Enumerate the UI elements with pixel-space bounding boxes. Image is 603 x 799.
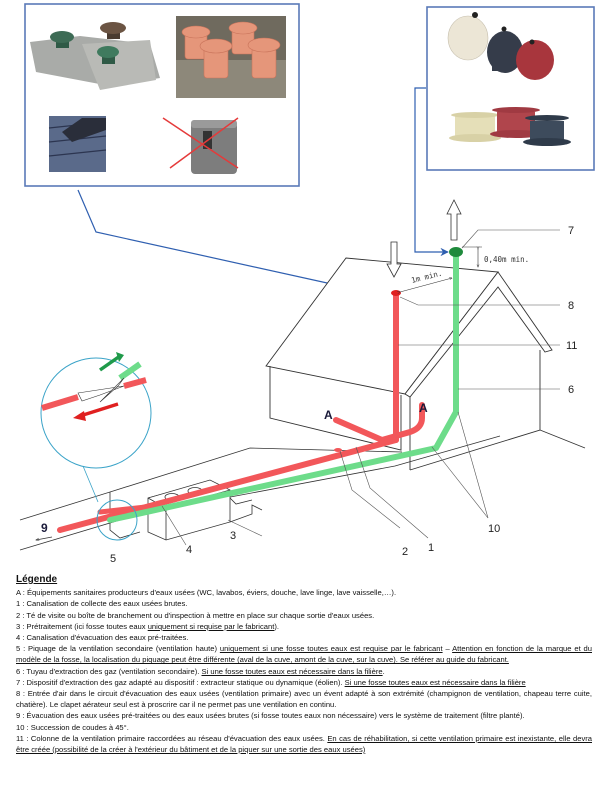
legend-item-text: 8 : Entrée d'air dans le circuit d'évacu…	[16, 689, 592, 710]
legend-item-emphasis: Si une fosse toutes eaux est nécessaire …	[344, 677, 526, 687]
legend-title: Légende	[16, 574, 58, 585]
legend-item-text: 5 : Piquage de la ventilation secondaire…	[16, 644, 220, 654]
fixture-branches	[333, 402, 425, 444]
label-10: 10	[488, 523, 500, 535]
gas-exhaust-arrow-icon	[446, 199, 462, 241]
legend-item-emphasis: En cas de réhabilitation, si cette venti…	[16, 733, 592, 755]
label-5: 5	[110, 553, 116, 565]
legend-item-text: 9 : Évacuation des eaux usées pré-traité…	[16, 711, 525, 721]
legend-item-text: 2 : Té de visite ou boîte de branchement…	[16, 610, 375, 620]
dimension-height-label: 0,40m min.	[484, 255, 529, 264]
legend-item-4: 4 : Canalisation d'évacuation des eaux p…	[16, 632, 592, 643]
airflow-arrows	[386, 199, 462, 278]
secondary-ventilation-pipes	[107, 247, 463, 523]
cross-line-icon	[162, 117, 239, 169]
legend-item-text: .	[382, 666, 385, 676]
legend-item-text: 1 : Canalisation de collecte des eaux us…	[16, 599, 188, 609]
label-3: 3	[230, 530, 236, 542]
label-11: 11	[566, 340, 577, 352]
legend-item-text: 4 : Canalisation d'évacuation des eaux p…	[16, 633, 189, 643]
label-7: 7	[568, 225, 574, 237]
legend-item-1: 1 : Canalisation de collecte des eaux us…	[16, 598, 592, 609]
primary-ventilation-pipes	[57, 290, 425, 533]
legend-item-6: 6 : Tuyau d'extraction des gaz (ventilat…	[16, 666, 592, 677]
label-1: 1	[428, 542, 434, 554]
legend-item-emphasis: uniquement si une fosse toutes eaux est …	[219, 644, 443, 654]
dimensions	[400, 247, 482, 292]
gas-extractor-cap	[449, 247, 463, 257]
label-a-right: A	[419, 401, 428, 415]
label-2: 2	[402, 546, 408, 558]
cross-line-icon	[169, 117, 239, 169]
callout-primary-vent-options	[24, 3, 300, 187]
label-4: 4	[186, 544, 192, 556]
outlet-arrow-icon	[36, 536, 53, 540]
legend-item-text: 10 : Succession de coudes à 45°.	[16, 722, 129, 732]
legend-item-8: 8 : Entrée d'air dans le circuit d'évacu…	[16, 688, 592, 710]
legend-item-5: 5 : Piquage de la ventilation secondaire…	[16, 643, 592, 665]
wastewater-flow-arrow-icon	[73, 411, 86, 421]
legend: Légende A : Équipements sanitaires produ…	[16, 574, 592, 755]
legend-item-a: A : Équipements sanitaires producteurs d…	[16, 587, 592, 598]
legend-item-text: ).	[274, 621, 279, 631]
legend-item-text: 11 : Colonne de la ventilation primaire …	[16, 733, 328, 743]
gas-up-arrow-icon	[116, 352, 124, 362]
mushroom-vent-caps-image	[30, 22, 160, 90]
callout-arrow-left	[77, 189, 369, 295]
legend-item-2: 2 : Té de visite ou boîte de branchement…	[16, 610, 592, 621]
callout-arrow-right	[414, 87, 449, 257]
raw-wastewater-collection-pipe	[57, 437, 399, 533]
ventilation-diagram: 0,40m min. 1m min. A A 1 2 3 4 5 6 7	[19, 3, 595, 565]
callout-extractor-options	[426, 6, 595, 171]
terracotta-vent-caps-image	[176, 16, 286, 98]
roof-tile-vent-image	[48, 116, 107, 172]
legend-item-text: 7 : Dispositif d'extraction des gaz adap…	[16, 677, 345, 687]
legend-item-10: 10 : Succession de coudes à 45°.	[16, 722, 592, 733]
air-admittance-valve-crossed-image	[162, 117, 239, 174]
legend-item-text: 6 : Tuyau d'extraction des gaz (ventilat…	[16, 666, 202, 676]
legend-item-3: 3 : Prétraitement (ici fosse toutes eaux…	[16, 621, 592, 632]
legend-item-text: –	[442, 644, 453, 654]
inspection-tee	[334, 448, 342, 452]
primary-vent-cap	[391, 290, 401, 296]
wind-turbine-extractors-image	[447, 12, 554, 80]
legend-item-9: 9 : Évacuation des eaux usées pré-traité…	[16, 710, 592, 721]
air-intake-arrow-icon	[386, 241, 402, 278]
house-outline	[265, 257, 586, 471]
legend-item-emphasis: uniquement si requise par le fabricant	[147, 621, 275, 631]
legend-items: A : Équipements sanitaires producteurs d…	[16, 587, 592, 755]
label-8: 8	[568, 300, 574, 312]
leader-lines	[161, 229, 560, 546]
legend-item-emphasis: Attention en fonction de la marque et du…	[16, 644, 592, 665]
legend-item-7: 7 : Dispositif d'extraction des gaz adap…	[16, 677, 592, 688]
legend-item-text: 3 : Prétraitement (ici fosse toutes eaux	[16, 621, 148, 631]
label-6: 6	[568, 384, 574, 396]
secondary-vent-tap-detail	[40, 352, 152, 541]
legend-item-text: A : Équipements sanitaires producteurs d…	[16, 588, 397, 598]
legend-item-11: 11 : Colonne de la ventilation primaire …	[16, 733, 592, 755]
label-a-left: A	[324, 408, 333, 422]
legend-item-emphasis: Si une fosse toutes eaux est nécessaire …	[201, 666, 383, 676]
static-extractors-image	[449, 107, 571, 146]
label-9: 9	[41, 521, 48, 535]
gas-extraction-pipe	[107, 252, 459, 523]
